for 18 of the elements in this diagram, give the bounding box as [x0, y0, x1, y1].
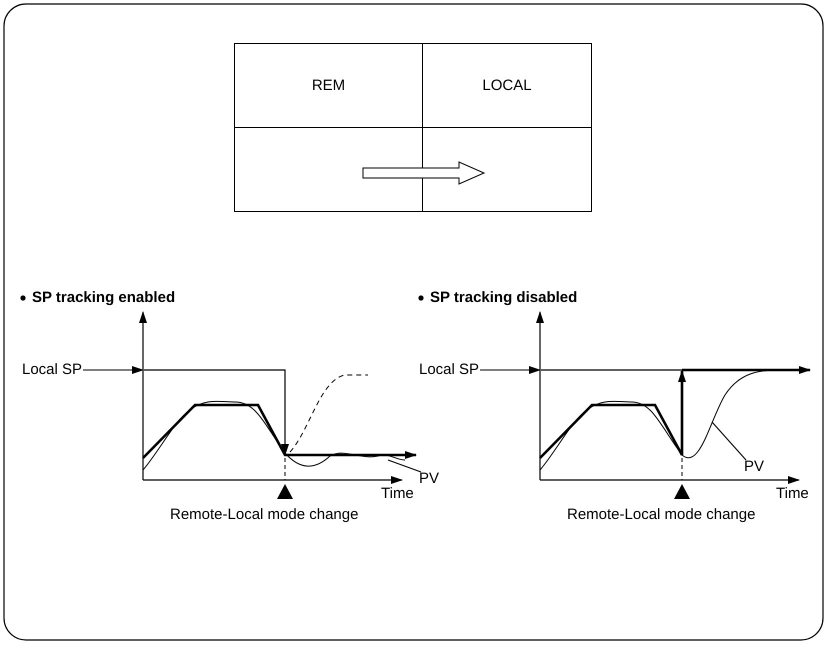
section-heading: SP tracking disabled — [430, 289, 578, 307]
leader-line — [712, 422, 746, 460]
arrow — [83, 366, 144, 374]
table-header-cell: LOCAL — [422, 43, 592, 128]
leader-label: Local SP — [419, 361, 480, 379]
event-caption: Remote-Local mode change — [567, 506, 756, 524]
section-heading: SP tracking enabled — [32, 289, 176, 307]
leader-label: PV — [419, 470, 440, 488]
event-caption: Remote-Local mode change — [170, 506, 358, 524]
leader-line — [388, 459, 422, 473]
axis-label: Time — [776, 485, 809, 503]
leader-label: PV — [744, 458, 764, 476]
arrow — [480, 366, 541, 374]
axis-label: Time — [381, 485, 414, 503]
table-header-cell: REM — [234, 43, 423, 128]
setpoint-line — [144, 369, 289, 456]
setpoint-line — [541, 369, 682, 371]
leader-label: Local SP — [22, 361, 82, 379]
